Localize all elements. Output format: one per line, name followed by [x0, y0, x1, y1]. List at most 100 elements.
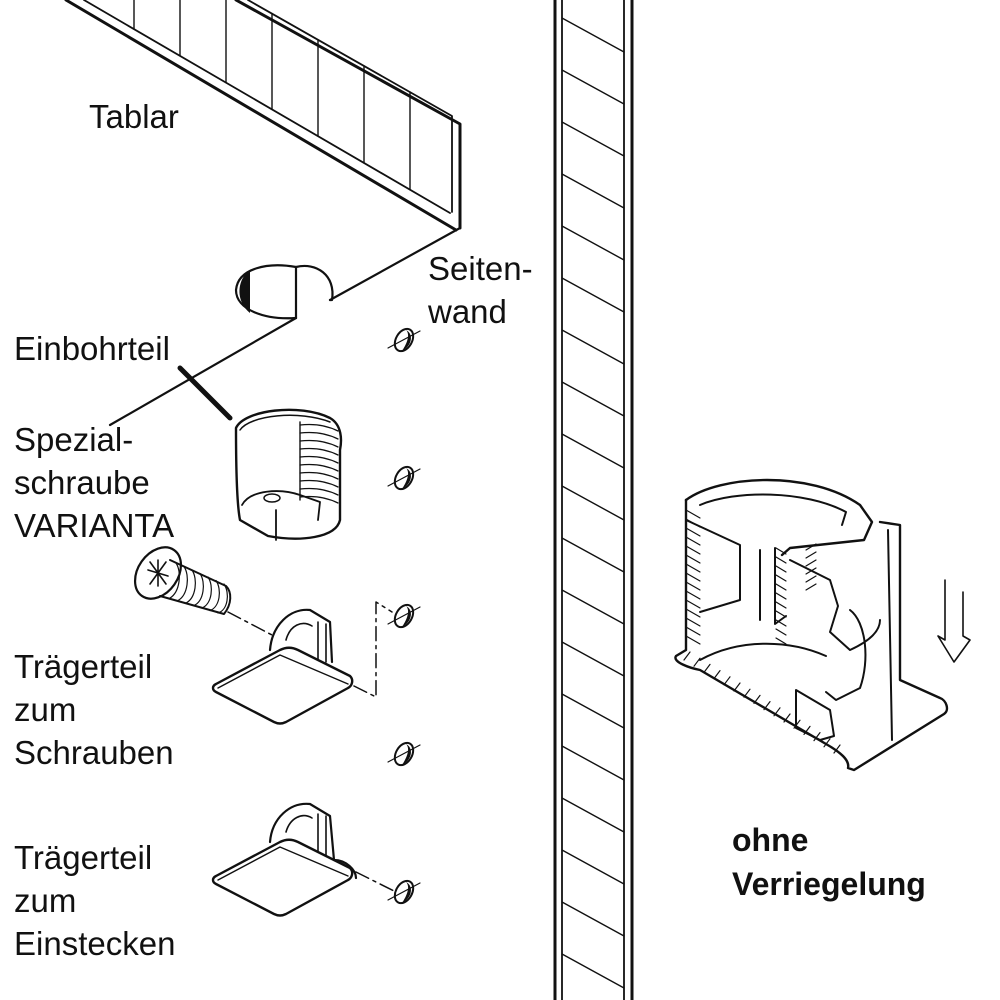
hatch-line	[685, 554, 701, 564]
hatch-line	[703, 663, 711, 673]
hatch-line	[805, 543, 817, 551]
label-spezialschraube-line1: Spezial-	[14, 421, 134, 458]
wall-holes	[387, 327, 421, 905]
hatch-line	[685, 527, 701, 537]
screw-thread	[177, 565, 188, 602]
hatch-line	[773, 707, 781, 717]
wall-hole	[393, 327, 415, 353]
hatch-line	[805, 559, 817, 567]
hatch-line	[775, 628, 787, 636]
hatch-line	[561, 641, 625, 677]
hatch-line	[561, 381, 625, 417]
hatch-line	[685, 518, 701, 528]
label-spezialschraube-line2: schraube	[14, 464, 150, 501]
hatch-line	[723, 676, 731, 686]
screw-thread	[193, 572, 204, 607]
label-traegerteil-schrauben-line3: Schrauben	[14, 734, 174, 771]
shelf-drill-hole	[234, 264, 334, 320]
shelf-drawing	[64, 0, 462, 427]
wall-hole	[393, 465, 415, 491]
hatch-line	[561, 745, 625, 781]
wall-hole	[393, 603, 415, 629]
thread-ridge	[299, 463, 339, 472]
wall-hole-shadow	[402, 744, 411, 765]
label-traegerteil-einstecken-line3: Einstecken	[14, 925, 176, 962]
label-ohne-verriegelung-line2: Verriegelung	[732, 866, 926, 902]
wall-hole	[393, 879, 415, 905]
hatch-line	[763, 701, 771, 711]
down-arrow-icon	[937, 579, 971, 663]
screw-thread	[209, 579, 220, 612]
hatch-line	[561, 953, 625, 989]
wall-hole-shadow	[402, 468, 411, 489]
hatch-line	[775, 619, 787, 627]
hatch-line	[683, 651, 691, 661]
hatch-line	[685, 617, 701, 627]
special-screw-drawing	[133, 546, 232, 615]
wall-hole-axis	[387, 744, 421, 763]
hatch-line	[561, 849, 625, 885]
thread-ridge	[299, 447, 339, 456]
thread-ridge	[299, 487, 339, 496]
hatch-line	[561, 277, 625, 313]
hatch-line	[561, 797, 625, 833]
hatch-line	[823, 738, 831, 748]
cutaway-detail-drawing	[674, 478, 949, 772]
hatch-line	[805, 567, 817, 575]
hatch-line	[693, 657, 701, 667]
hatch-line	[783, 713, 791, 723]
hatch-line	[685, 608, 701, 618]
screw-thread	[201, 576, 212, 609]
label-traegerteil-schrauben-line2: zum	[14, 691, 77, 728]
hatch-line	[685, 572, 701, 582]
hatch-line	[561, 693, 625, 729]
hatch-line	[685, 563, 701, 573]
hatch-line	[733, 682, 741, 692]
hatch-line	[775, 556, 787, 564]
screw-threads	[159, 559, 232, 615]
hatch-line	[561, 17, 625, 53]
hatch-line	[805, 583, 817, 591]
thread-ridge	[299, 431, 339, 440]
label-seitenwand-line2: wand	[428, 293, 507, 330]
screw-thread	[185, 569, 196, 604]
drill-in-part-drawing	[234, 408, 343, 541]
hatch-line	[805, 575, 817, 583]
side-wall-drawing	[553, 0, 634, 1000]
hatch-line	[775, 547, 787, 555]
hatch-line	[561, 173, 625, 209]
label-ohne-verriegelung-line1: ohne	[732, 822, 809, 858]
carrier-plug-drawing	[211, 802, 397, 917]
einbohrteil-leader-line	[177, 365, 233, 421]
wall-hole-shadow	[402, 882, 411, 903]
hatch-line	[685, 635, 701, 645]
label-traegerteil-einstecken-line2: zum	[14, 882, 77, 919]
hatch-line	[685, 590, 701, 600]
hatch-line	[743, 688, 751, 698]
shelf-edge-dividers	[133, 0, 411, 191]
label-spezialschraube-line3: VARIANTA	[14, 507, 175, 544]
hatch-line	[805, 551, 817, 559]
hatch-line	[803, 725, 811, 735]
hatch-line	[561, 69, 625, 105]
hatch-line	[685, 536, 701, 546]
hatch-line	[775, 592, 787, 600]
hatch-line	[775, 565, 787, 573]
thread-ridge	[299, 439, 339, 448]
hatch-line	[561, 901, 625, 937]
hatch-line	[775, 574, 787, 582]
screw-axis-line	[227, 611, 273, 636]
hatch-line	[561, 433, 625, 469]
hatch-line	[813, 732, 821, 742]
hatch-line	[561, 329, 625, 365]
hatch-line	[775, 601, 787, 609]
screw-thread	[169, 562, 180, 599]
label-traegerteil-schrauben-line1: Trägerteil	[14, 648, 153, 685]
hatch-line	[685, 509, 701, 519]
thread-ridge	[299, 455, 339, 464]
hatch-line	[775, 583, 787, 591]
wall-hole-axis	[387, 468, 421, 487]
carrier-axis-line	[353, 601, 393, 698]
hatch-line	[561, 485, 625, 521]
